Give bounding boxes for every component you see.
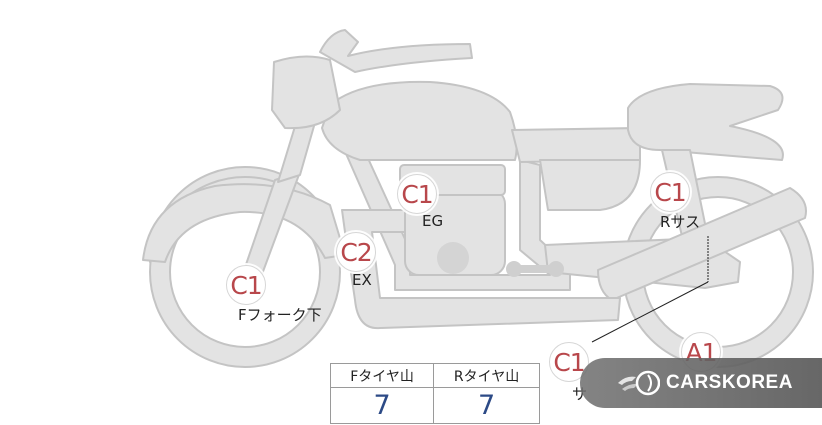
front-tire-value: 7	[329, 387, 435, 424]
marker-eg-label: EG	[422, 212, 444, 230]
rear-tire-header: Rタイヤ山	[433, 363, 540, 388]
tire-tread-table: Fタイヤ山 Rタイヤ山 7 7	[329, 363, 540, 424]
side-cover	[539, 159, 641, 211]
front-tire-header: Fタイヤ山	[329, 363, 435, 388]
marker-ex-label: EX	[352, 271, 372, 289]
carskorea-logo-icon	[616, 369, 660, 397]
rear-cowl	[627, 83, 784, 161]
rear-tire-value: 7	[433, 387, 540, 424]
engine-cover	[437, 242, 469, 274]
marker-rear-shock-badge: C1	[650, 172, 690, 212]
carskorea-watermark: CARSKOREA	[580, 358, 822, 408]
leader-lines	[591, 236, 709, 343]
headlight	[271, 55, 341, 130]
carskorea-brand-name: CARSKOREA	[666, 372, 793, 393]
muffler	[597, 187, 807, 301]
footpeg	[506, 261, 564, 277]
handlebar	[319, 29, 473, 73]
marker-eg-badge: C1	[397, 174, 437, 214]
fuel-tank	[321, 80, 518, 161]
marker-rear-shock-label: Rサス	[660, 213, 701, 231]
marker-ex-badge: C2	[336, 232, 376, 272]
seat	[511, 127, 641, 163]
marker-front-fork-label: Fフォーク下	[238, 306, 322, 324]
marker-front-fork-badge: C1	[226, 265, 266, 305]
front-fender	[142, 183, 346, 263]
